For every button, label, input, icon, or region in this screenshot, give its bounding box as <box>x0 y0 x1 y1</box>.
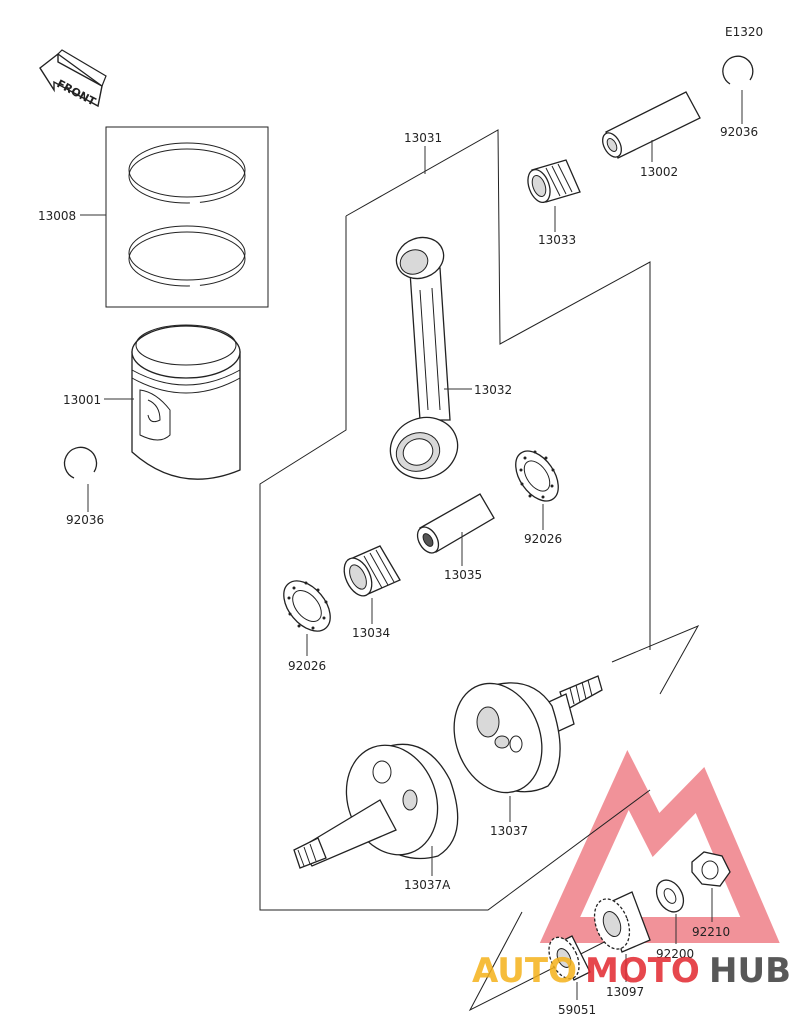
needle-bearing-13034 <box>343 545 401 597</box>
watermark-text-hub: HUB <box>709 951 791 991</box>
crankshaft-half-13037 <box>453 675 603 794</box>
washer-92200 <box>655 879 685 913</box>
part-label-13097: 13097 <box>606 985 644 999</box>
part-label-92036-right: 92036 <box>720 125 758 139</box>
piston-pin-13002 <box>602 91 701 159</box>
watermark-triangle-logo <box>539 750 780 943</box>
thrust-washer-92026-left <box>283 580 331 632</box>
part-label-92210: 92210 <box>692 925 730 939</box>
needle-bearing-13033 <box>527 159 581 203</box>
part-label-92026-left: 92026 <box>288 659 326 673</box>
crankshaft-half-13037A <box>293 743 459 869</box>
watermark-logo-text: AUTO MOTO HUB <box>472 951 791 991</box>
part-label-92026-right: 92026 <box>524 532 562 546</box>
connecting-rod-13032 <box>389 236 459 480</box>
gear-59051 <box>548 935 591 981</box>
part-label-13008: 13008 <box>38 209 76 223</box>
part-label-92036-left: 92036 <box>66 513 104 527</box>
diagram-code-label: E1320 <box>725 25 763 39</box>
nut-92210 <box>691 851 731 887</box>
circlip-92036-right <box>722 55 754 85</box>
part-label-13001: 13001 <box>63 393 101 407</box>
piston-rings-13008 <box>105 126 269 308</box>
part-label-59051: 59051 <box>558 1003 596 1017</box>
crank-pin-13035 <box>416 493 495 554</box>
part-label-13037: 13037 <box>490 824 528 838</box>
circlip-92036-left <box>63 446 98 479</box>
part-label-13037A: 13037A <box>404 878 451 892</box>
thrust-washer-92026-right <box>515 450 559 502</box>
gear-13097 <box>593 891 651 953</box>
part-label-13034: 13034 <box>352 626 390 640</box>
part-label-92200: 92200 <box>656 947 694 961</box>
part-label-13033: 13033 <box>538 233 576 247</box>
part-label-13032: 13032 <box>474 383 512 397</box>
part-label-13035: 13035 <box>444 568 482 582</box>
part-label-13002: 13002 <box>640 165 678 179</box>
watermark-text-auto: AUTO <box>472 951 577 991</box>
watermark-text-moto: MOTO <box>585 951 700 991</box>
connecting-rod-kit-frame-13031 <box>259 129 700 911</box>
piston-13001 <box>131 324 241 480</box>
front-direction-arrow-icon: FRONT <box>39 49 107 109</box>
part-label-13031: 13031 <box>404 131 442 145</box>
